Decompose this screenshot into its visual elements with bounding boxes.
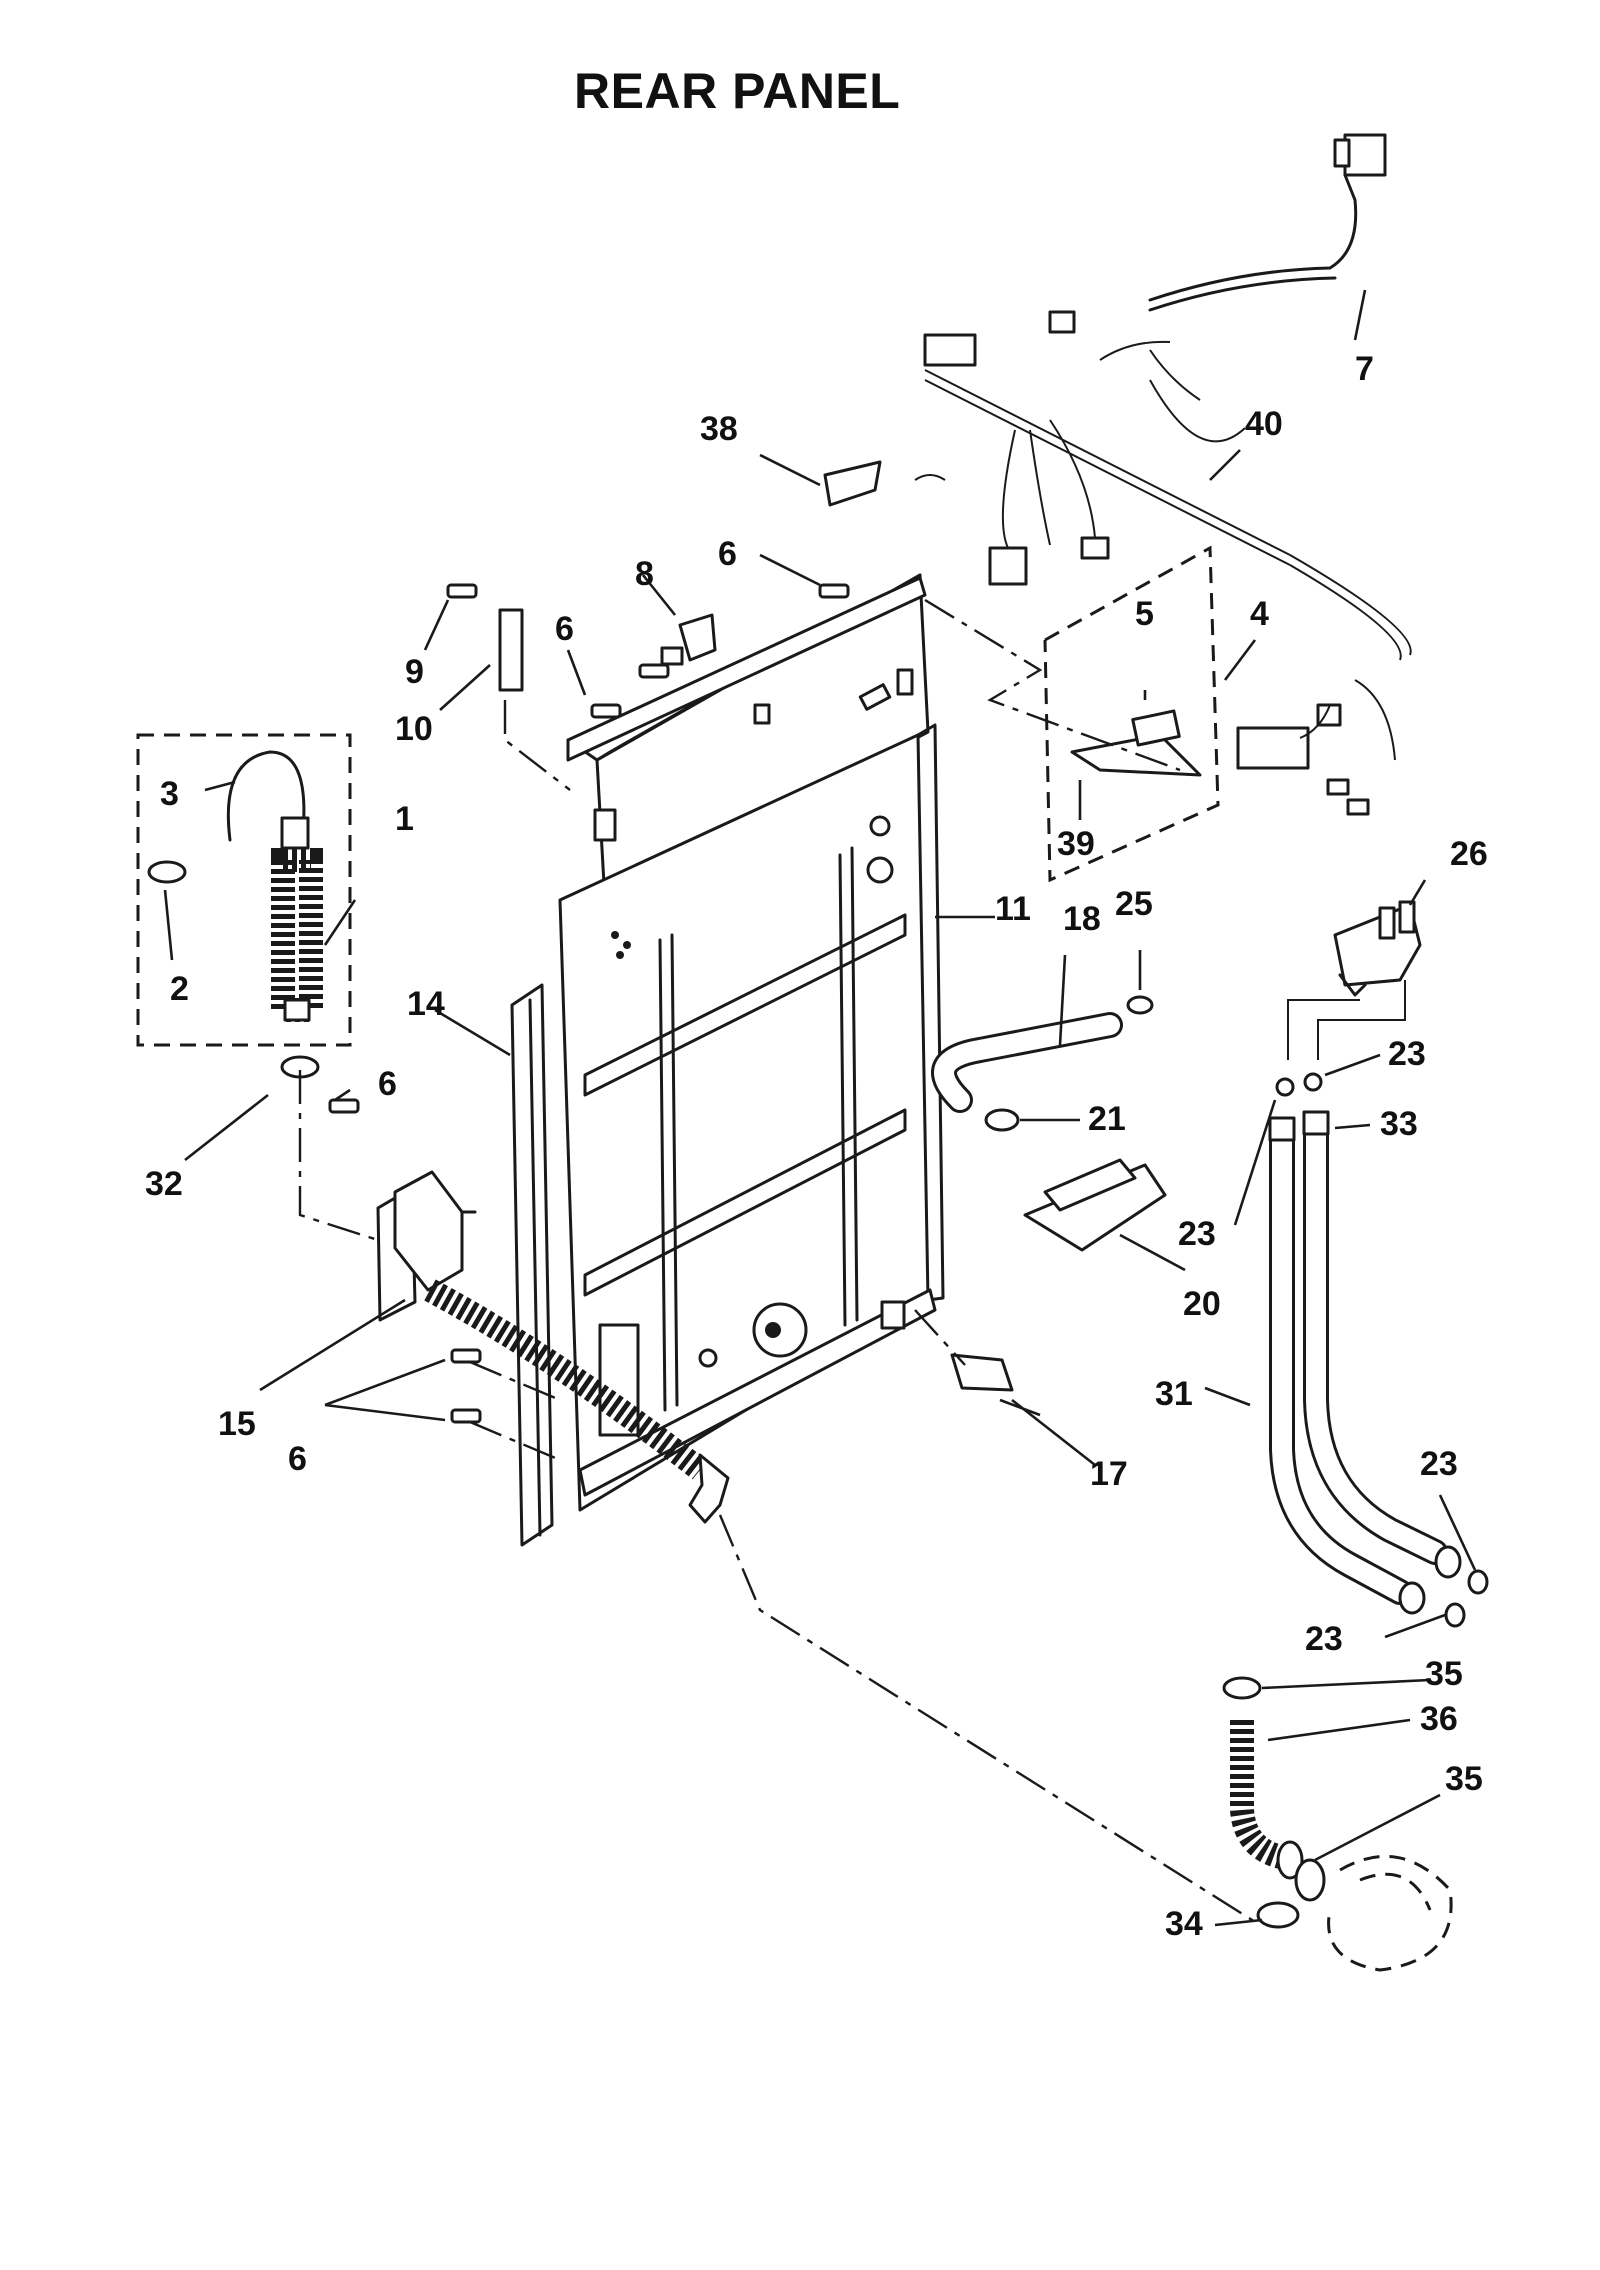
callout-26: 26 [1450,835,1488,873]
callout-35b: 35 [1445,1760,1483,1798]
callout-11: 11 [995,890,1031,928]
callout-17: 17 [1090,1455,1128,1493]
rear-panel-part [558,573,945,1512]
callout-2: 2 [170,970,189,1008]
callout-35a: 35 [1425,1655,1463,1693]
small-parts [147,460,1202,1424]
inlet-hoses-part [1268,1072,1489,1628]
callout-39: 39 [1057,825,1095,863]
callout-6b: 6 [555,610,574,648]
callout-18: 18 [1063,900,1101,938]
callout-8: 8 [635,555,654,593]
wiring-harness-part [914,133,1412,816]
callout-40: 40 [1245,405,1283,443]
callout-34: 34 [1165,1905,1203,1943]
leader-arrows [163,289,1477,1927]
callout-6d: 6 [288,1440,307,1478]
callout-10: 10 [395,710,433,748]
drain-hose-bracket-part [376,1170,477,1322]
callout-23b: 23 [1178,1215,1216,1253]
screw-parts [328,583,850,1424]
callout-6c: 6 [378,1065,397,1103]
side-trim-strip-part [510,983,554,1547]
pump-hose-part [1222,1676,1453,1972]
callout-23a: 23 [1388,1035,1426,1073]
callout-4: 4 [1250,595,1269,633]
callout-20: 20 [1183,1285,1221,1323]
callout-6a: 6 [718,535,737,573]
water-valve-part [1287,900,1422,1060]
callout-25: 25 [1115,885,1153,923]
callout-5: 5 [1135,595,1154,633]
hose-kit-group-box [136,733,352,1047]
callout-labels: 1 2 3 4 5 6 6 6 6 6 7 8 9 10 11 14 15 17… [145,350,1488,1943]
callout-23c: 23 [1420,1445,1458,1483]
callout-21: 21 [1088,1100,1126,1138]
callout-36: 36 [1420,1700,1458,1738]
callout-7: 7 [1355,350,1374,388]
callout-1: 1 [395,800,414,838]
callout-33: 33 [1380,1105,1418,1143]
callout-38: 38 [700,410,738,448]
callout-3: 3 [160,775,179,813]
diagram-title: REAR PANEL [574,63,901,119]
callout-32: 32 [145,1165,183,1203]
callout-15: 15 [218,1405,256,1443]
assembly-lines [298,598,1261,1927]
callout-14: 14 [407,985,445,1023]
callout-9: 9 [405,653,424,691]
callout-31: 31 [1155,1375,1193,1413]
harness-group-box [1043,545,1220,883]
callout-23d: 23 [1305,1620,1343,1658]
drain-hose-part [424,1279,730,1524]
